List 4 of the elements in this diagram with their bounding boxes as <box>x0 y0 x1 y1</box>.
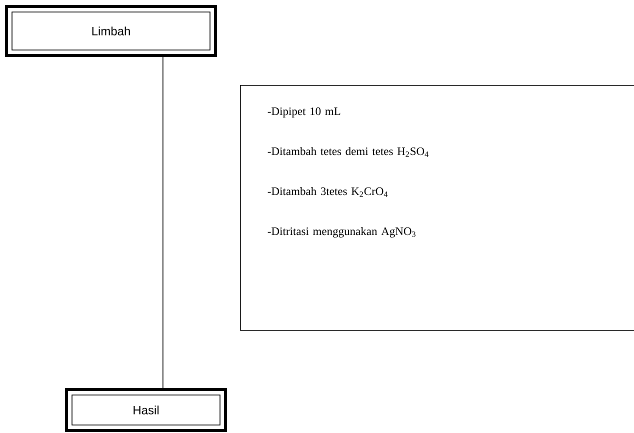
step-box: -Dipipet 10 mL -Ditambah tetes demi tetes H$_{2}$SO$_{4}$ -Ditambah 3tetes K$_{2}$CrO$_{4}$ -Ditritasi menggunakan AgNO$_{3}$ <box>240 85 634 331</box>
connector-line <box>162 56 164 388</box>
process-box: Limbah <box>5 5 217 57</box>
process-box: Hasil <box>65 388 227 432</box>
